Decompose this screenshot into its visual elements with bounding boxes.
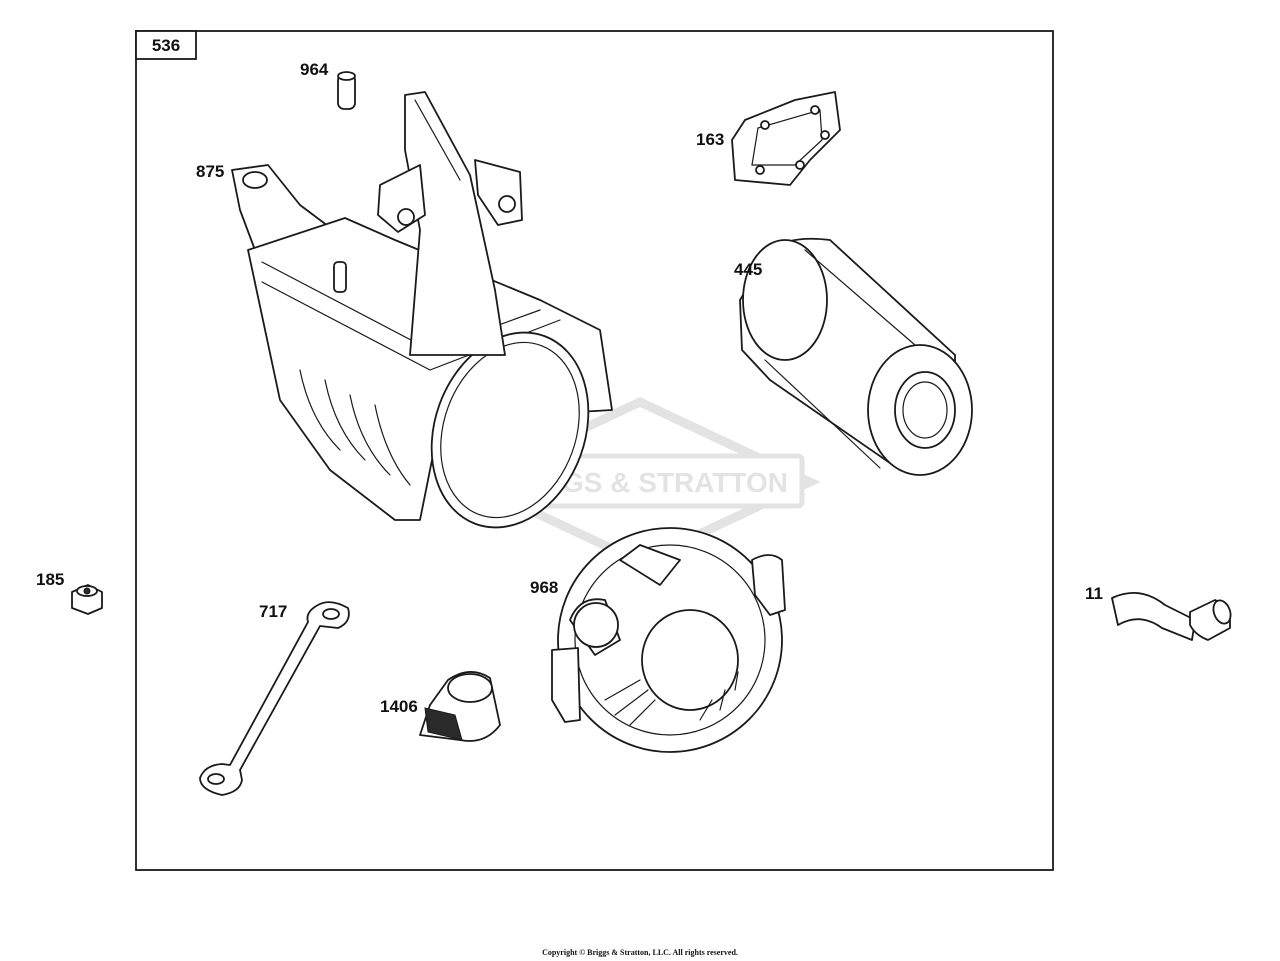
assembly-label-box	[135, 30, 197, 60]
label-964: 964	[300, 60, 329, 79]
label-1406: 1406	[380, 697, 418, 716]
label-185: 185	[36, 570, 64, 589]
label-11: 11	[1085, 584, 1103, 603]
copyright-notice: Copyright © Briggs & Stratton, LLC. All …	[542, 948, 738, 957]
part-968-cover[interactable]	[551, 527, 786, 753]
label-445: 445	[734, 260, 762, 279]
part-964-pin[interactable]	[337, 71, 356, 110]
part-445-air-filter[interactable]	[739, 237, 973, 476]
part-717-bracket[interactable]	[199, 601, 350, 796]
part-1406-pre-cleaner[interactable]	[419, 671, 501, 742]
assembly-label: 536	[152, 36, 180, 55]
part-11-breather-tube[interactable]	[1111, 591, 1234, 641]
label-717: 717	[259, 602, 287, 621]
part-185-nut[interactable]	[71, 584, 103, 615]
label-875: 875	[196, 162, 224, 181]
label-968: 968	[530, 578, 558, 597]
assembly-frame	[135, 30, 1054, 871]
part-163-gasket[interactable]	[731, 91, 841, 186]
label-163: 163	[696, 130, 724, 149]
part-875-air-cleaner-base[interactable]	[231, 91, 615, 550]
